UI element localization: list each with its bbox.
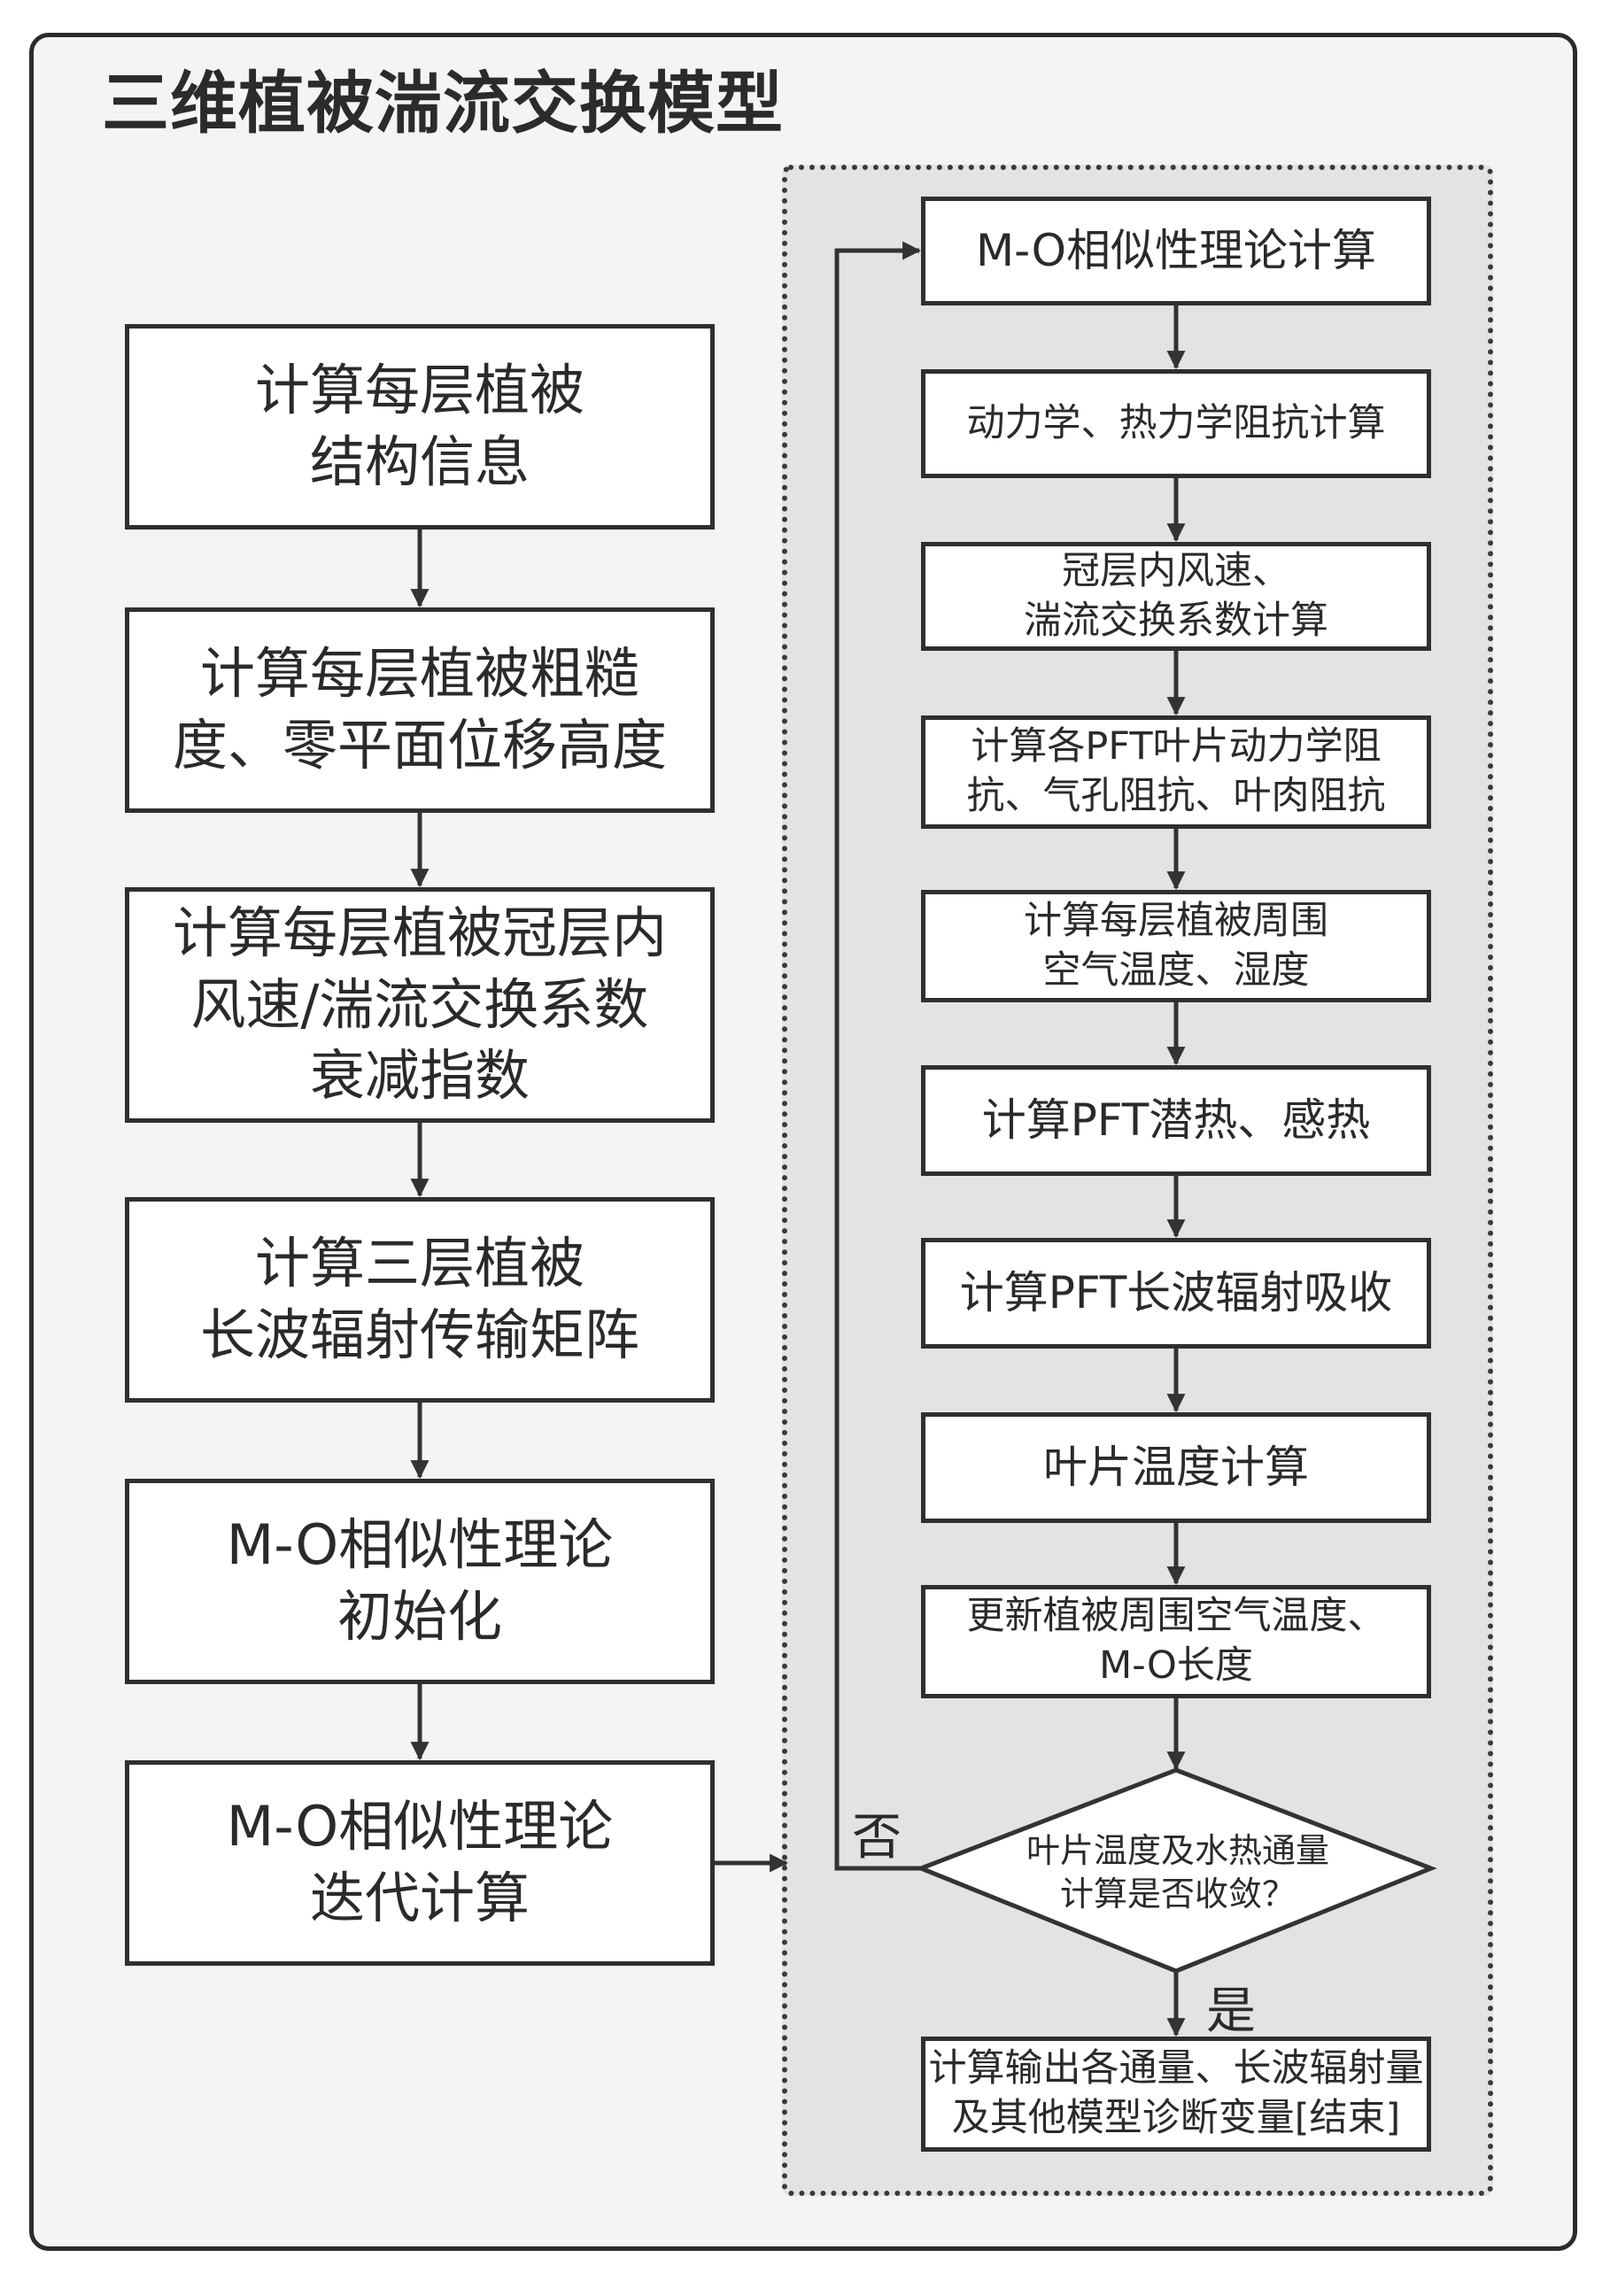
decision-text: 叶片温度及水热通量 计算是否收敛？ bbox=[1026, 1831, 1329, 1914]
left-step-3: 计算每层植被冠层内 风速/湍流交换系数 衰减指数 bbox=[125, 887, 715, 1123]
left-step-6-label: M-O相似性理论 迭代计算 bbox=[226, 1794, 614, 1930]
left-step-6: M-O相似性理论 迭代计算 bbox=[125, 1760, 715, 1966]
diagram-title: 三维植被湍流交换模型 bbox=[102, 64, 784, 143]
no-label: 否 bbox=[852, 1809, 902, 1867]
loop-step-8: 叶片温度计算 bbox=[921, 1412, 1431, 1523]
loop-step-6-label: 计算PFT潜热、感热 bbox=[981, 1094, 1371, 1146]
left-step-2-label: 计算每层植被粗糙 度、零平面位移高度 bbox=[172, 641, 667, 777]
decision-diamond bbox=[915, 1767, 1437, 1974]
left-step-3-label: 计算每层植被冠层内 风速/湍流交换系数 衰减指数 bbox=[172, 901, 667, 1109]
left-step-1: 计算每层植被 结构信息 bbox=[125, 324, 715, 530]
loop-step-1: M-O相似性理论计算 bbox=[921, 197, 1431, 305]
end-step-label: 计算输出各通量、长波辐射量 及其他模型诊断变量[结束] bbox=[928, 2046, 1424, 2140]
loop-step-7: 计算PFT长波辐射吸收 bbox=[921, 1238, 1431, 1349]
loop-step-9: 更新植被周围空气温度、 M-O长度 bbox=[921, 1585, 1431, 1698]
yes-label: 是 bbox=[1206, 1983, 1256, 2040]
left-step-2: 计算每层植被粗糙 度、零平面位移高度 bbox=[125, 607, 715, 813]
left-step-5-label: M-O相似性理论 初始化 bbox=[226, 1512, 614, 1649]
loop-step-9-label: 更新植被周围空气温度、 M-O长度 bbox=[966, 1594, 1386, 1688]
loop-step-2-label: 动力学、热力学阻抗计算 bbox=[966, 400, 1386, 445]
left-step-4: 计算三层植被 长波辐射传输矩阵 bbox=[125, 1197, 715, 1403]
loop-step-6: 计算PFT潜热、感热 bbox=[921, 1065, 1431, 1176]
left-step-1-label: 计算每层植被 结构信息 bbox=[254, 358, 584, 494]
loop-step-3-label: 冠层内风速、 湍流交换系数计算 bbox=[1024, 548, 1328, 643]
arrow-decision-no bbox=[834, 241, 922, 1871]
loop-step-4: 计算各PFT叶片动力学阻 抗、气孔阻抗、叶肉阻抗 bbox=[921, 715, 1431, 829]
end-step: 计算输出各通量、长波辐射量 及其他模型诊断变量[结束] bbox=[921, 2037, 1431, 2152]
loop-step-3: 冠层内风速、 湍流交换系数计算 bbox=[921, 542, 1431, 651]
loop-step-4-label: 计算各PFT叶片动力学阻 抗、气孔阻抗、叶肉阻抗 bbox=[966, 724, 1386, 818]
loop-step-5-label: 计算每层植被周围 空气温度、湿度 bbox=[1024, 898, 1328, 993]
left-step-5: M-O相似性理论 初始化 bbox=[125, 1479, 715, 1684]
loop-step-7-label: 计算PFT长波辐射吸收 bbox=[959, 1267, 1393, 1318]
left-step-4-label: 计算三层植被 长波辐射传输矩阵 bbox=[199, 1231, 639, 1367]
loop-step-5: 计算每层植被周围 空气温度、湿度 bbox=[921, 890, 1431, 1002]
loop-step-8-label: 叶片温度计算 bbox=[1043, 1442, 1309, 1493]
loop-step-1-label: M-O相似性理论计算 bbox=[976, 225, 1376, 276]
loop-step-2: 动力学、热力学阻抗计算 bbox=[921, 369, 1431, 478]
